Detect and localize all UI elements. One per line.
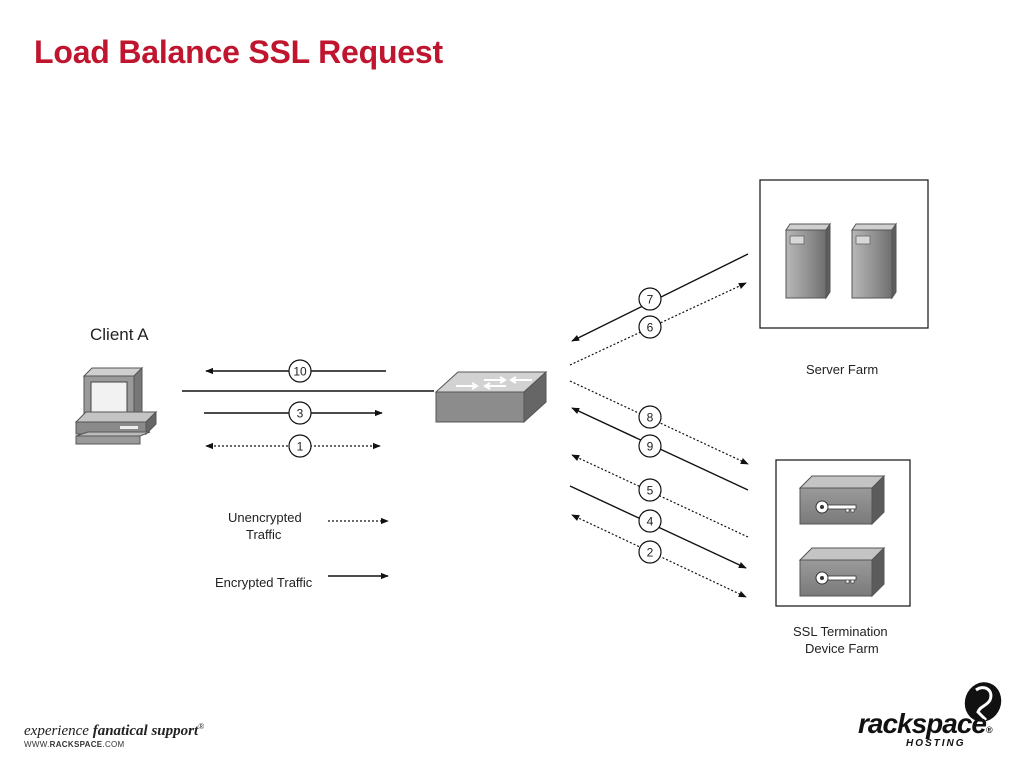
rackspace-logo-word: rackspace®	[858, 708, 993, 739]
legend-unencrypted-label-line1: Unencrypted	[228, 510, 302, 525]
svg-text:8: 8	[647, 411, 654, 425]
step-badge-4: 4	[638, 509, 662, 533]
svg-text:4: 4	[647, 515, 654, 529]
step-badge-1: 1	[288, 434, 312, 458]
server-tower-icon	[785, 222, 831, 300]
legend-encrypted-label: Encrypted Traffic	[215, 575, 313, 590]
step-badge-6: 6	[638, 315, 662, 339]
svg-text:1: 1	[297, 440, 304, 454]
svg-text:5: 5	[647, 484, 654, 498]
svg-text:7: 7	[647, 293, 654, 307]
step-badge-8: 8	[638, 405, 662, 429]
rackspace-logo-subtitle: HOSTING	[906, 738, 966, 749]
ssl-device-key-icon	[798, 546, 886, 598]
step-badge-2: 2	[638, 540, 662, 564]
footer-url: WWW.RACKSPACE.COM	[24, 740, 125, 749]
client-a-label: Client A	[90, 325, 149, 344]
server-farm-box	[759, 179, 929, 329]
footer-tagline: experience fanatical support®	[24, 722, 205, 739]
svg-text:2: 2	[647, 546, 654, 560]
flow-arrow-8	[569, 380, 749, 465]
server-farm-label: Server Farm	[806, 362, 878, 377]
slide-title: Load Balance SSL Request	[34, 34, 443, 70]
step-badge-5: 5	[638, 478, 662, 502]
svg-text:10: 10	[293, 365, 307, 379]
ssl-farm-label-line1: SSL Termination	[793, 624, 888, 639]
svg-text:3: 3	[297, 407, 304, 421]
server-tower-icon	[851, 222, 897, 300]
rackspace-logo-icon	[964, 682, 1002, 722]
step-badge-7: 7	[638, 287, 662, 311]
ssl-farm-label-line2: Device Farm	[805, 641, 879, 656]
legend-unencrypted-label-line2: Traffic	[246, 527, 282, 542]
load-balancer-switch-icon	[434, 370, 548, 424]
step-badge-10: 10	[288, 359, 312, 383]
step-badge-9: 9	[638, 434, 662, 458]
ssl-device-key-icon	[798, 474, 886, 526]
svg-text:9: 9	[647, 440, 654, 454]
svg-text:6: 6	[647, 321, 654, 335]
client-computer-icon	[74, 366, 158, 445]
step-badge-3: 3	[288, 401, 312, 425]
